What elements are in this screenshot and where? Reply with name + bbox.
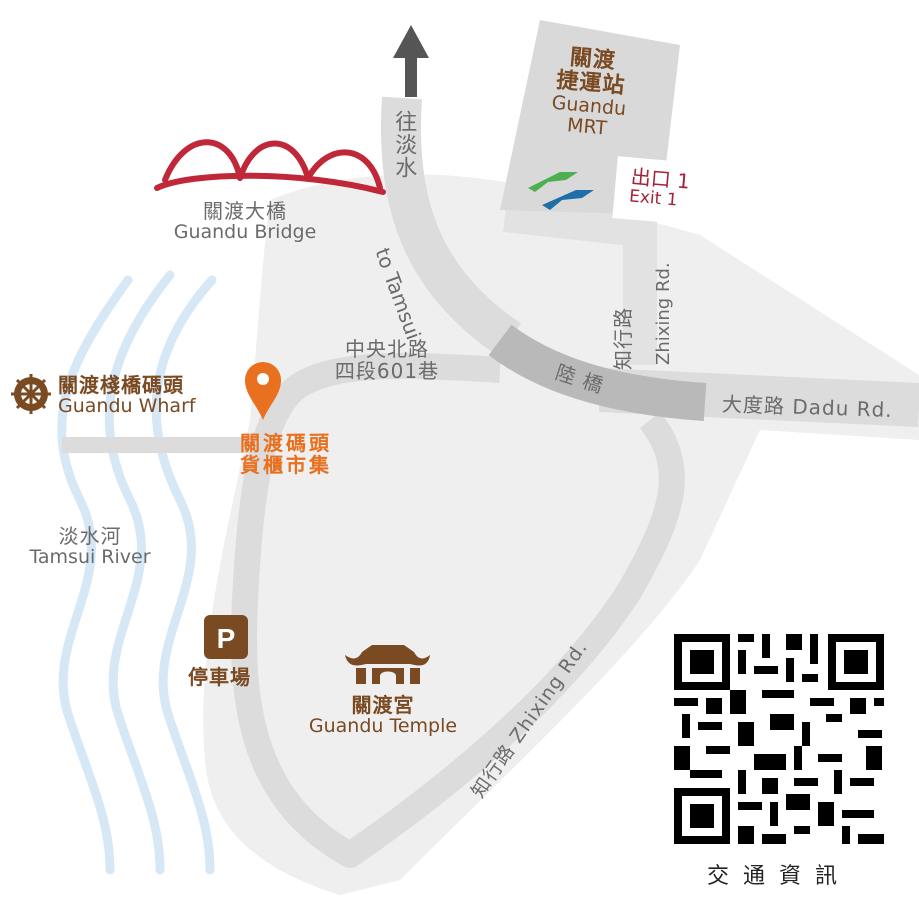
wharf-pier — [62, 437, 252, 453]
river-name-zh: 淡水河 — [58, 524, 122, 548]
road-luqiao — [488, 324, 707, 421]
river-waves — [57, 270, 217, 875]
zhixing-upper-label: 知行路 — [611, 307, 635, 370]
dharma-wheel-icon — [11, 374, 51, 414]
arch-bridge-icon — [154, 139, 386, 195]
temple-icon — [345, 645, 430, 684]
qr-code-icon — [668, 628, 890, 850]
river-label: 淡水河 Tamsui River — [10, 525, 170, 568]
map-pin-icon — [245, 362, 281, 420]
market-name-2: 貨櫃市集 — [240, 453, 332, 477]
arrow-up-icon — [393, 25, 429, 97]
temple-name-en: Guandu Temple — [308, 715, 458, 737]
lane-line-2: 四段601巷 — [334, 359, 440, 383]
zhixing-upper-label-en: Zhixing Rd. — [653, 262, 674, 365]
exit-box — [612, 156, 708, 226]
bridge-name-zh: 關渡大橋 — [203, 199, 287, 223]
wharf-name-en: Guandu Wharf — [58, 395, 196, 417]
loop-road — [230, 352, 685, 868]
parking-icon: P — [204, 615, 248, 659]
zhixing-upper-zh: 知行路 — [611, 307, 635, 370]
parking-glyph: P — [217, 623, 236, 654]
road-to-tamsui — [380, 96, 522, 357]
temple-name-zh: 關渡宮 — [351, 693, 415, 717]
lane-label: 中央北路 四段601巷 — [322, 338, 452, 382]
bridge-name-en: Guandu Bridge — [173, 221, 317, 243]
river-name-en: Tamsui River — [29, 546, 151, 568]
market-name-1: 關渡碼頭 — [240, 431, 332, 455]
metro-logo-icon — [528, 172, 594, 210]
market-label: 關渡碼頭 貨櫃市集 — [240, 432, 332, 476]
exit-label: 出口 1 Exit 1 — [628, 165, 691, 212]
to-tamsui-label-zh: 往淡水 — [391, 110, 417, 179]
lane-line-1: 中央北路 — [345, 337, 429, 361]
road-zhixing-upper — [503, 198, 657, 365]
bridge-label: 關渡大橋 Guandu Bridge — [150, 200, 340, 243]
qr-caption: 交通資訊 — [706, 864, 851, 889]
dadu-road-label: 大度路 Dadu Rd. — [721, 392, 894, 422]
wharf-name-zh: 關渡棧橋碼頭 — [58, 373, 184, 397]
parking-label: 停車場 — [188, 665, 251, 689]
mrt-station-label: 關渡 捷運站 Guandu MRT — [516, 42, 663, 144]
wharf-label: 關渡棧橋碼頭 Guandu Wharf — [58, 374, 196, 417]
temple-label: 關渡宮 Guandu Temple — [298, 694, 468, 737]
